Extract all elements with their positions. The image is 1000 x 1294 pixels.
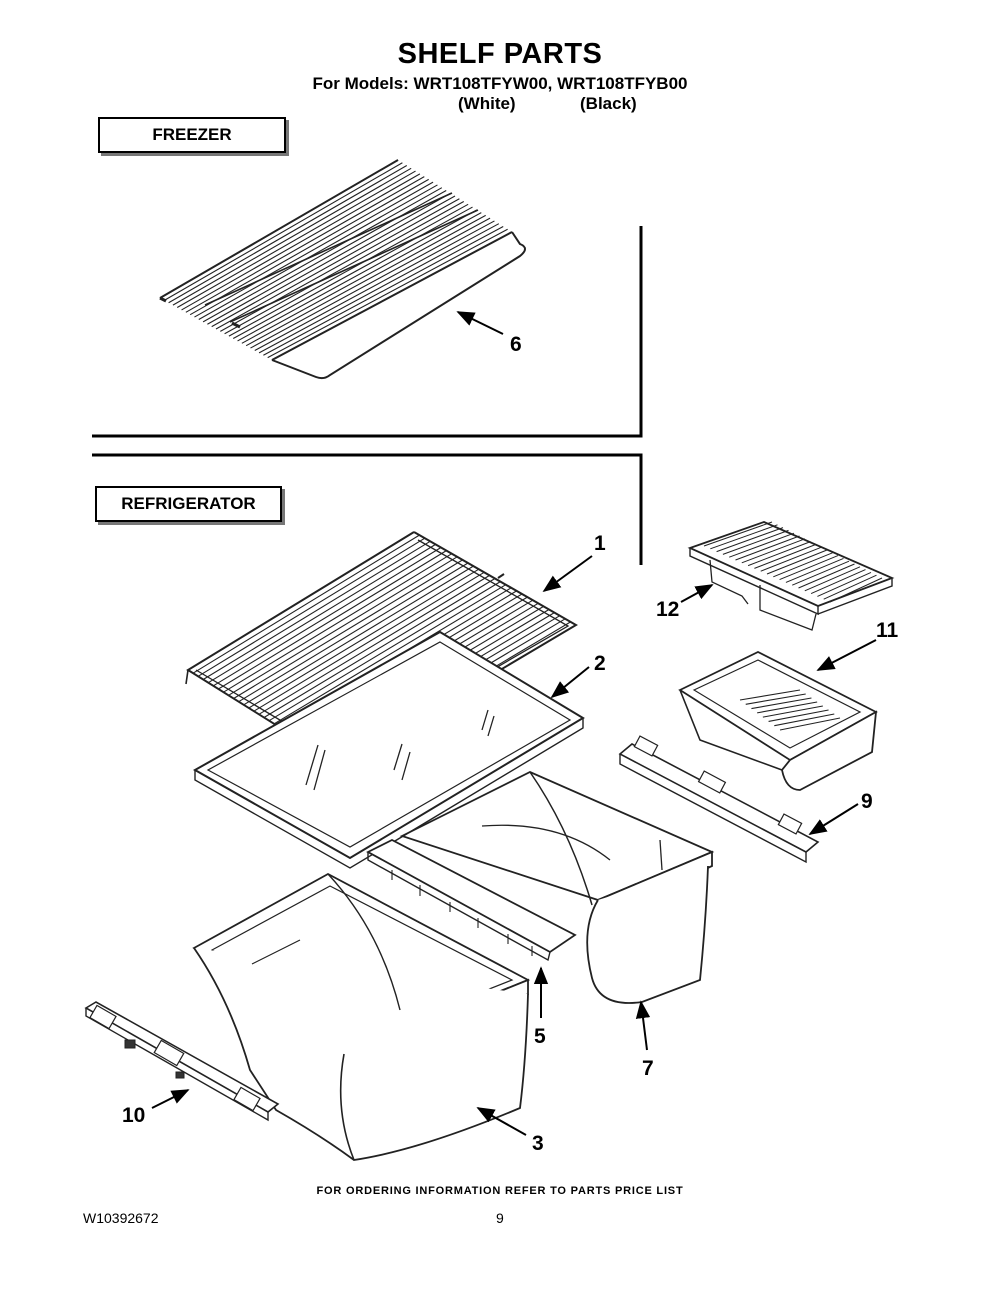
refrigerator-section-label: REFRIGERATOR (95, 486, 282, 522)
callout-11: 11 (876, 619, 899, 642)
part-3-left-crisper-drawer (192, 872, 531, 1161)
part-11-deli-drawer (678, 650, 878, 791)
callout-2: 2 (594, 652, 606, 675)
variant-white-label: (White) (458, 94, 516, 113)
callout-12: 12 (656, 598, 679, 621)
variant-black-label: (Black) (580, 94, 637, 113)
callout-9: 9 (861, 790, 873, 813)
callout-5: 5 (534, 1025, 546, 1048)
part-9-right-drawer-slide (618, 735, 820, 864)
callout-6: 6 (510, 333, 522, 356)
callout-7: 7 (642, 1057, 654, 1080)
section-dividers (92, 226, 643, 565)
callout-1: 1 (594, 532, 606, 555)
page-title: SHELF PARTS (397, 38, 603, 70)
leader-arrows (151, 311, 877, 1136)
freezer-section-label: FREEZER (98, 117, 286, 153)
document-number: W10392672 (83, 1210, 159, 1226)
part-7-right-crisper-drawer (399, 771, 715, 1004)
part-12-deli-drawer-cover (687, 521, 895, 631)
callout-3: 3 (532, 1132, 544, 1155)
part-6-freezer-wire-shelf (159, 159, 526, 380)
models-line: For Models: WRT108TFYW00, WRT108TFYB00 (312, 74, 688, 93)
part-5-crisper-cover-frame (366, 838, 577, 962)
ordering-note: FOR ORDERING INFORMATION REFER TO PARTS … (316, 1185, 684, 1197)
callout-numbers: 6 1 2 3 5 7 9 10 11 12 (122, 333, 899, 1155)
callout-10: 10 (122, 1104, 145, 1127)
part-2-glass-shelf (192, 630, 585, 869)
page-number: 9 (496, 1210, 504, 1226)
part-10-left-drawer-slide (84, 1001, 280, 1122)
